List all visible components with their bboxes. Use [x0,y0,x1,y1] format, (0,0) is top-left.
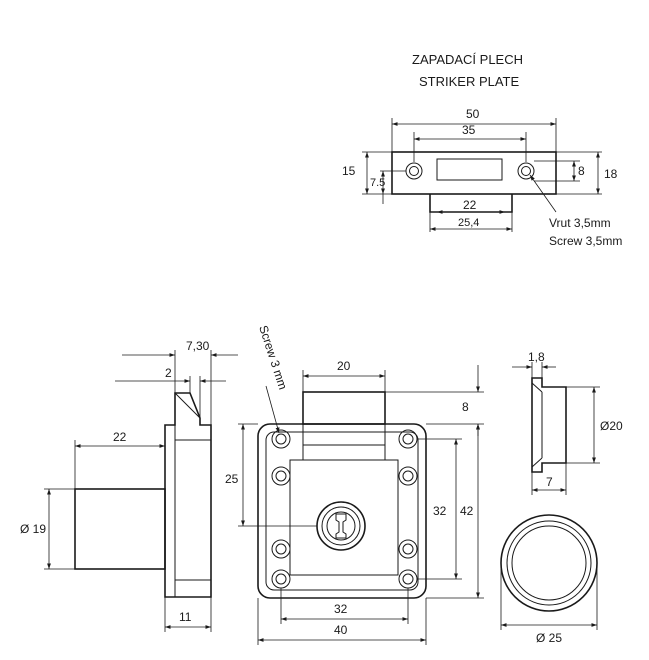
cap-side-outline [531,377,567,473]
side-dim-22: 22 [113,430,127,444]
front-dim-40: 40 [334,623,348,637]
cap-outer-ring [500,514,598,612]
cap-dim-20: Ø20 [600,419,623,433]
front-dim-20: 20 [337,359,351,373]
cap-side-view: 1,8 Ø20 7 [512,350,623,495]
front-bolt [302,391,386,425]
side-dim-2: 2 [165,366,172,380]
cap-dim-25: Ø 25 [536,631,562,645]
front-dim-42: 42 [460,504,474,518]
striker-screw-cz: Vrut 3,5mm [549,216,611,230]
striker-dim-50: 50 [466,107,480,121]
front-body [302,424,386,461]
striker-dim-18: 18 [604,167,618,181]
side-barrel [74,488,166,570]
striker-dim-7-5: 7.5 [370,177,385,189]
striker-dim-25-4: 25,4 [458,217,479,229]
side-view: 7,30 2 22 Ø 19 11 [20,339,238,632]
cap-ring-3 [511,525,587,601]
striker-plate-view: ZAPADACÍ PLECH STRIKER PLATE 50 35 15 7.… [342,52,622,248]
cap-front-view: Ø 25 [500,514,598,645]
striker-title-cz: ZAPADACÍ PLECH [412,52,523,67]
front-dim-25: 25 [225,472,239,486]
front-dim-32-v: 32 [433,504,447,518]
key-cylinder [316,501,366,551]
striker-plate-outline [391,151,557,195]
cap-dim-7: 7 [546,475,553,489]
striker-dim-15: 15 [342,164,356,178]
front-dim-8: 8 [462,400,469,414]
cap-dim-1-8: 1,8 [528,350,545,364]
side-dim-11: 11 [179,610,192,624]
striker-hole-left-inner [409,166,419,176]
front-screw-label: Screw 3 mm [256,324,290,392]
side-dim-19: Ø 19 [20,522,46,536]
front-plate-inner [265,431,419,591]
striker-dim-22: 22 [463,198,477,212]
striker-hole-right-inner [521,166,531,176]
cap-ring-2 [506,520,592,606]
striker-dim-8: 8 [578,164,585,178]
striker-dim-35: 35 [462,123,476,137]
front-dim-32-h: 32 [334,602,348,616]
front-plate-outer [257,423,427,599]
side-body [164,392,212,598]
striker-title-en: STRIKER PLATE [419,74,520,89]
striker-hole-right [517,162,535,180]
side-dim-7-30: 7,30 [186,339,210,353]
striker-slot [436,158,503,181]
striker-screw-en: Screw 3,5mm [549,234,622,248]
striker-hole-left [405,162,423,180]
front-view: Screw 3 mm 20 8 25 32 42 32 40 [225,324,484,645]
front-screw-holes [271,429,418,589]
